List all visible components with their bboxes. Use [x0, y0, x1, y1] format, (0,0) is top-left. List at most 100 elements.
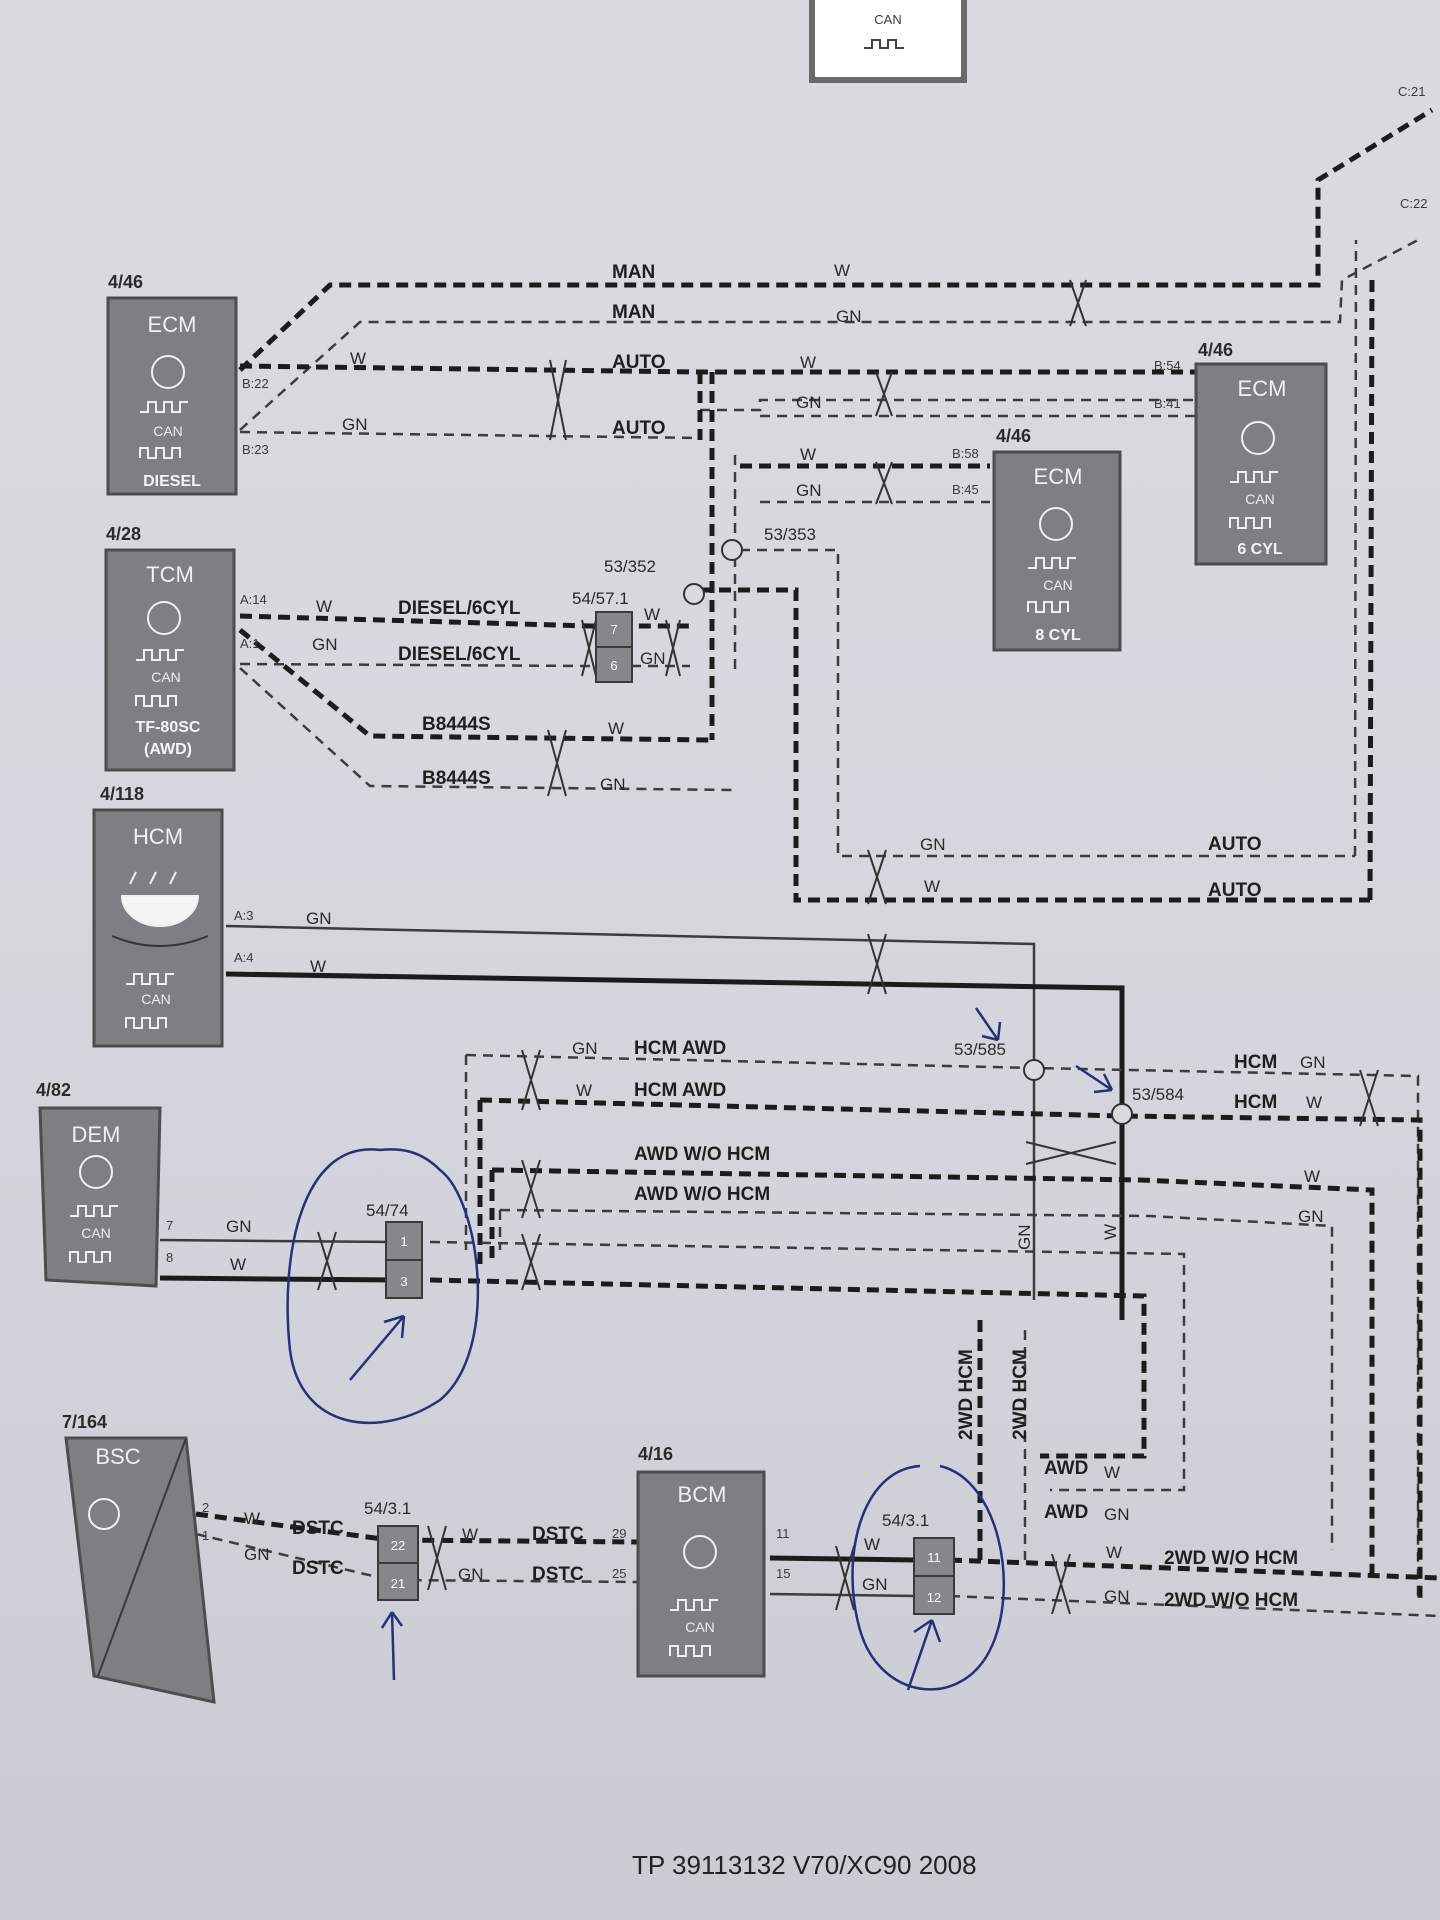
ecm-8cyl-title: ECM	[1034, 464, 1083, 489]
module-ecm-diesel: 4/46 ECM CAN DIESEL B:22 B:23	[106, 272, 269, 496]
label-w-11: W	[1306, 1093, 1322, 1112]
ecm-6cyl-sub: 6 CYL	[1237, 541, 1283, 558]
ecm-6cyl-pin-b54: B:54	[1154, 358, 1181, 373]
label-b8444s-gn: B8444S	[422, 768, 491, 789]
label-auto-3: AUTO	[1208, 834, 1261, 855]
ecm-8cyl-id: 4/46	[996, 426, 1031, 446]
connector-54-3-1-left-pin-22: 22	[391, 1538, 405, 1553]
connector-54-3-1-right-pin-11: 11	[927, 1550, 941, 1565]
bsc-id: 7/164	[62, 1412, 107, 1432]
bcm-id: 4/16	[638, 1444, 673, 1464]
page-ref-c22: C:22	[1400, 196, 1427, 211]
splice-53-585-label: 53/585	[954, 1040, 1006, 1059]
connector-54-3-1-left-pin-21: 21	[391, 1576, 405, 1591]
connector-54-3-1-left: 54/3.1 22 21	[364, 1499, 419, 1601]
ecm-diesel-title: ECM	[148, 312, 197, 337]
connector-54-3-1-right-pin-12: 12	[927, 1590, 941, 1605]
ecm-6cyl-title: ECM	[1238, 376, 1287, 401]
label-gn-9: GN	[306, 909, 332, 928]
connector-54-57-1-pin-6: 6	[610, 658, 617, 673]
label-dstc-3: DSTC	[532, 1524, 584, 1545]
label-w-5: W	[316, 597, 332, 616]
bcm-pin-15: 15	[776, 1566, 790, 1581]
splice-53-584	[1111, 1103, 1133, 1125]
label-man-gn: MAN	[612, 302, 655, 323]
module-bcm: 4/16 BCM CAN 29 25 11 15	[612, 1444, 790, 1678]
ecm-diesel-id: 4/46	[108, 272, 143, 292]
label-hcm-2: HCM	[1234, 1092, 1277, 1113]
dem-id: 4/82	[36, 1080, 71, 1100]
label-awd-wo-hcm-1: AWD W/O HCM	[634, 1144, 770, 1165]
ecm-diesel-can-label: CAN	[153, 423, 183, 439]
connector-54-74-pin-1: 1	[400, 1234, 407, 1249]
ecm-6cyl-key-icon	[1241, 421, 1275, 455]
module-ecm-8cyl: 4/46 ECM CAN 8 CYL B:58 B:45	[952, 426, 1122, 652]
label-w-19: W	[1106, 1543, 1122, 1562]
tcm-sub1: TF-80SC	[136, 719, 201, 736]
dem-can-label: CAN	[81, 1225, 111, 1241]
label-man-w: MAN	[612, 262, 655, 283]
tcm-title: TCM	[146, 562, 194, 587]
hcm-wiring	[225, 924, 1125, 1320]
label-2wd-hcm-2: 2WD HCM	[1010, 1349, 1031, 1440]
ecm-8cyl-key-icon	[1039, 507, 1073, 541]
ecm-8cyl-sub: 8 CYL	[1035, 627, 1081, 644]
splice-53-585	[1023, 1059, 1045, 1081]
ecm-6cyl-pin-b41: B:41	[1154, 396, 1181, 411]
label-gn-2: GN	[342, 415, 368, 434]
handwritten-annotations	[286, 1007, 1114, 1691]
label-hcm-awd-gn: HCM AWD	[634, 1038, 726, 1059]
label-w-10: W	[576, 1081, 592, 1100]
label-gn-18: GN	[862, 1575, 888, 1594]
label-gn-3: GN	[796, 393, 822, 412]
splice-53-353-label: 53/353	[764, 525, 816, 544]
dem-pin-7: 7	[166, 1218, 173, 1233]
label-2wd-wo-hcm-1: 2WD W/O HCM	[1164, 1548, 1298, 1569]
label-gn-16: GN	[244, 1545, 270, 1564]
label-awd-gn: AWD	[1044, 1502, 1088, 1523]
label-gn-6: GN	[640, 649, 666, 668]
label-awd-w: AWD	[1044, 1458, 1088, 1479]
label-diesel-6cyl-gn: DIESEL/6CYL	[398, 644, 521, 665]
dem-title: DEM	[72, 1122, 121, 1147]
module-hcm: 4/118 HCM CAN A:3 A:4	[92, 784, 254, 1048]
module-dem: 4/82 DEM CAN 7 8	[36, 1080, 173, 1288]
hcm-headlamp-icon	[120, 895, 200, 927]
bcm-pin-11: 11	[776, 1526, 790, 1541]
label-auto-2: AUTO	[612, 418, 665, 439]
bcm-pin-25: 25	[612, 1566, 626, 1581]
label-gn-13: GN	[226, 1217, 252, 1236]
hcm-title: HCM	[133, 824, 183, 849]
tcm-can-label: CAN	[151, 669, 181, 685]
tcm-pin-a14: A:14	[240, 592, 267, 607]
module-tcm: 4/28 TCM CAN TF-80SC (AWD) A:14 A:1	[104, 524, 267, 772]
dem-key-icon	[79, 1155, 113, 1189]
ecm-8cyl-can-label: CAN	[1043, 577, 1073, 593]
bsc-title: BSC	[95, 1444, 140, 1469]
label-dstc-4: DSTC	[532, 1564, 584, 1585]
label-hcm-1: HCM	[1234, 1052, 1277, 1073]
label-gn-7: GN	[600, 775, 626, 794]
bcm-key-icon	[683, 1535, 717, 1569]
label-auto-4: AUTO	[1208, 880, 1261, 901]
hcm-pin-a4: A:4	[234, 950, 254, 965]
ecm-diesel-can-wave-icon	[140, 401, 188, 413]
ecm-8cyl-pin-b58: B:58	[952, 446, 979, 461]
tcm-id: 4/28	[106, 524, 141, 544]
ecm-diesel-sub: DIESEL	[143, 473, 201, 490]
label-w-16: W	[244, 1509, 260, 1528]
label-w-4: W	[800, 445, 816, 464]
label-gn-15: GN	[1104, 1505, 1130, 1524]
upper-wiring	[238, 107, 1434, 903]
connector-54-57-1-label: 54/57.1	[572, 589, 629, 608]
connector-54-74-label: 54/74	[366, 1201, 409, 1220]
splice-53-584-label: 53/584	[1132, 1085, 1184, 1104]
label-gn-11: GN	[1300, 1053, 1326, 1072]
dem-pin-8: 8	[166, 1250, 173, 1265]
label-w-9: W	[310, 957, 326, 976]
connector-54-74-pin-3: 3	[400, 1274, 407, 1289]
label-w-12: W	[1304, 1167, 1320, 1186]
connector-54-74: 54/74 1 3	[366, 1201, 423, 1299]
wire-labels: MAN MAN W GN AUTO AUTO W GN W GN W GN DI…	[226, 261, 1326, 1611]
